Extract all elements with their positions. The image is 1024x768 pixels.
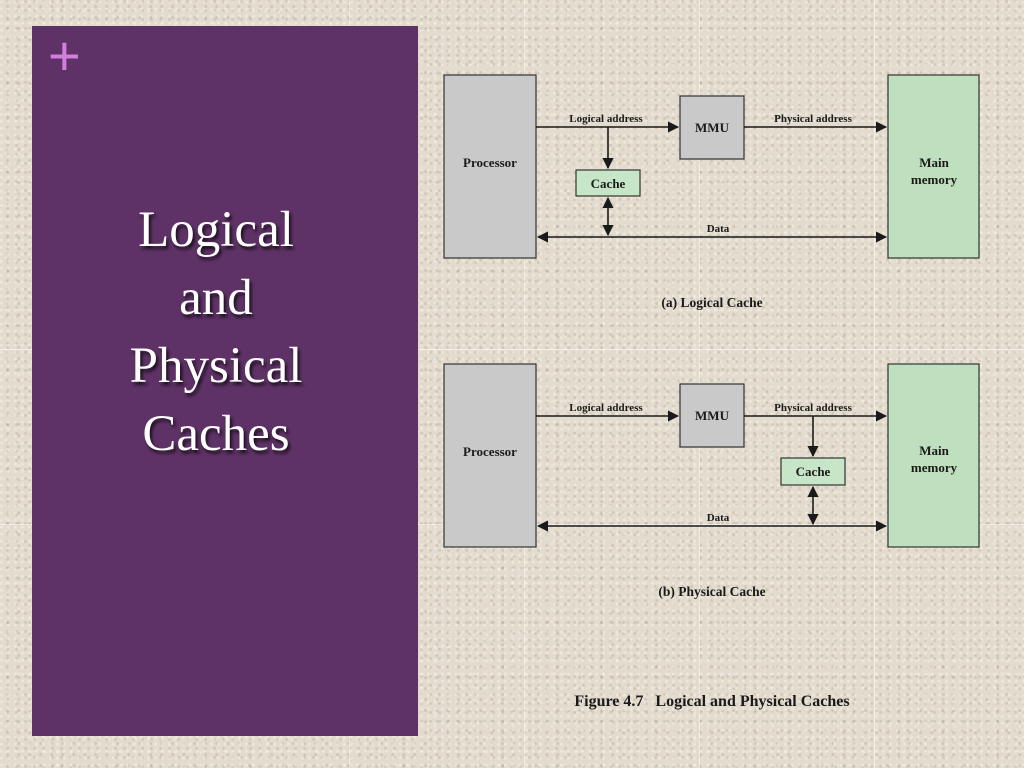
cache-box [780, 457, 846, 486]
physical-cache-diagram: Processor MMU Main memory Cache Logical … [443, 363, 980, 599]
cache-label: Cache [796, 464, 831, 479]
title-panel: + Logical and Physical Caches [32, 26, 418, 736]
processor-label: Processor [463, 444, 517, 459]
logical-address-label: Logical address [569, 402, 643, 414]
background-grid-line [0, 349, 1024, 350]
main-memory-label: Main [919, 155, 949, 170]
cache-label: Cache [591, 176, 626, 191]
mmu-box [679, 383, 745, 448]
processor-label: Processor [463, 155, 517, 170]
figure-caption: Figure 4.7 Logical and Physical Caches [574, 693, 849, 710]
main-memory-label: Main [919, 443, 949, 458]
logical-address-label: Logical address [569, 113, 643, 125]
main-memory-box [887, 363, 980, 548]
logical-cache-diagram: Processor MMU Main memory Cache Logical … [443, 74, 980, 310]
plus-icon: + [48, 24, 81, 87]
processor-box [443, 363, 537, 548]
mmu-label: MMU [695, 408, 730, 423]
diagram-caption: (a) Logical Cache [661, 295, 762, 310]
physical-address-label: Physical address [774, 402, 852, 414]
processor-box [443, 74, 537, 259]
main-memory-label: memory [911, 172, 958, 187]
mmu-box [679, 95, 745, 160]
slide-title-line: Logical [138, 202, 294, 258]
slide-title: Logical and Physical Caches [32, 196, 400, 468]
cache-box [575, 169, 641, 197]
data-label: Data [707, 223, 730, 235]
data-label: Data [707, 512, 730, 524]
slide-title-line: Physical [129, 338, 303, 394]
main-memory-box [887, 74, 980, 259]
main-memory-label: memory [911, 460, 958, 475]
background-grid-line [874, 0, 875, 768]
mmu-label: MMU [695, 120, 730, 135]
physical-address-label: Physical address [774, 113, 852, 125]
slide-title-line: and [179, 270, 253, 326]
diagram-caption: (b) Physical Cache [658, 584, 765, 599]
slide-title-line: Caches [142, 406, 290, 462]
